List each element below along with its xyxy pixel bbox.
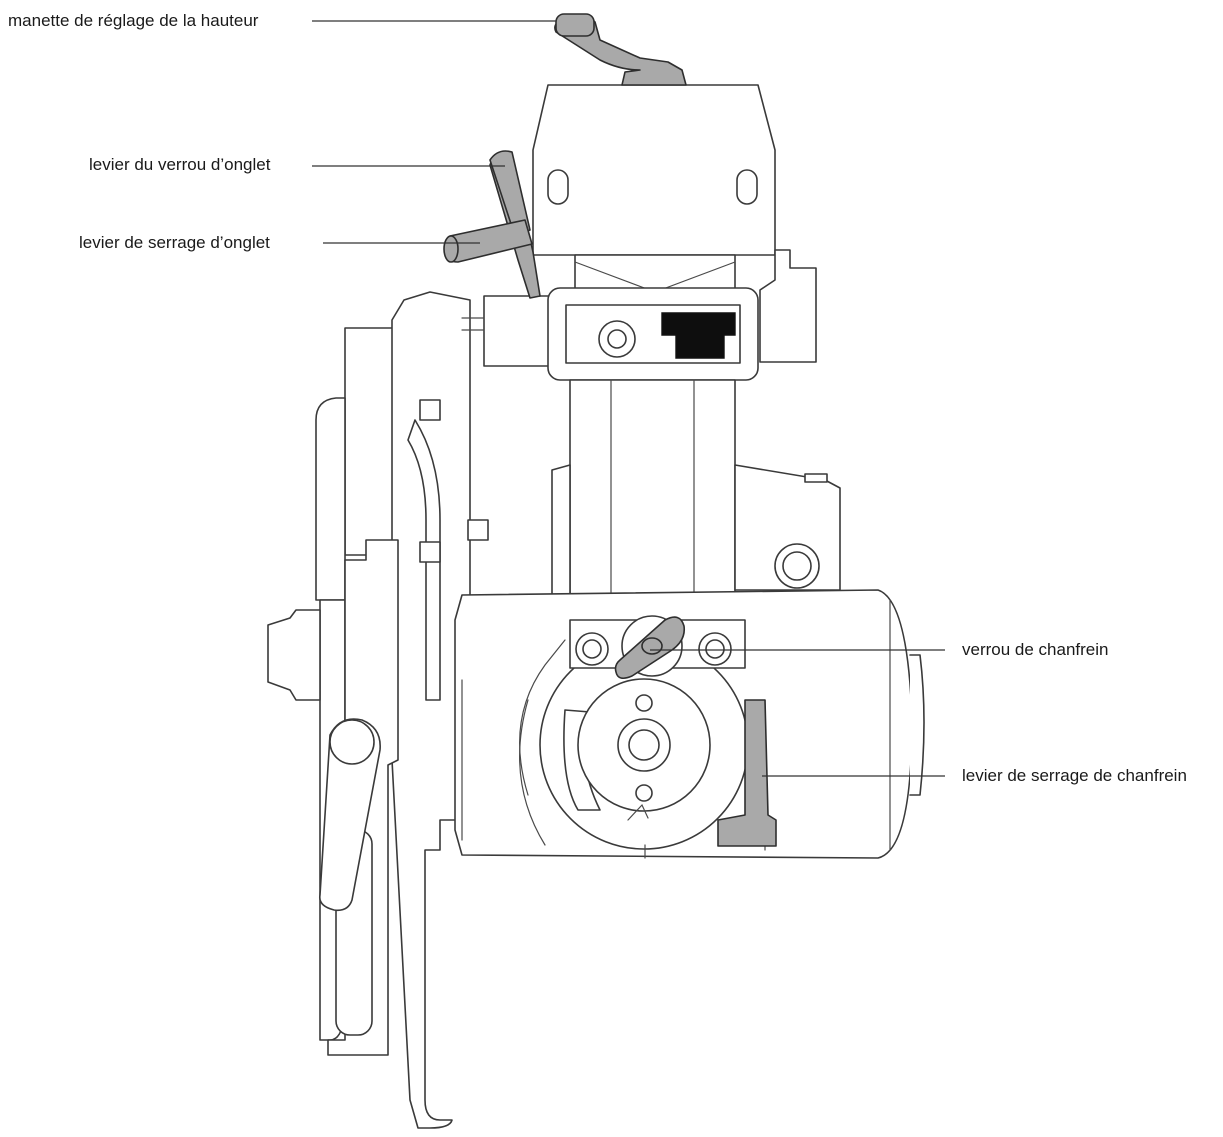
label-bevel-clamp-lever: levier de serrage de chanfrein [962, 766, 1187, 785]
vertical-column [551, 379, 841, 603]
clamp-block [461, 287, 759, 381]
label-miter-clamp-lever: levier de serrage d’onglet [79, 233, 270, 252]
height-adjust-knob-part [554, 13, 687, 86]
label-miter-lock-lever: levier du verrou d’onglet [89, 155, 271, 174]
housing-neck [574, 254, 736, 293]
label-height-adjust-knob: manette de réglage de la hauteur [8, 11, 259, 30]
upper-housing [532, 84, 817, 363]
bevel-clamp-lever-part [717, 699, 777, 847]
indicator-block [661, 312, 736, 359]
leader-lines [312, 20, 945, 777]
label-bevel-lock: verrou de chanfrein [962, 640, 1109, 659]
front-handle-lever [318, 718, 381, 912]
